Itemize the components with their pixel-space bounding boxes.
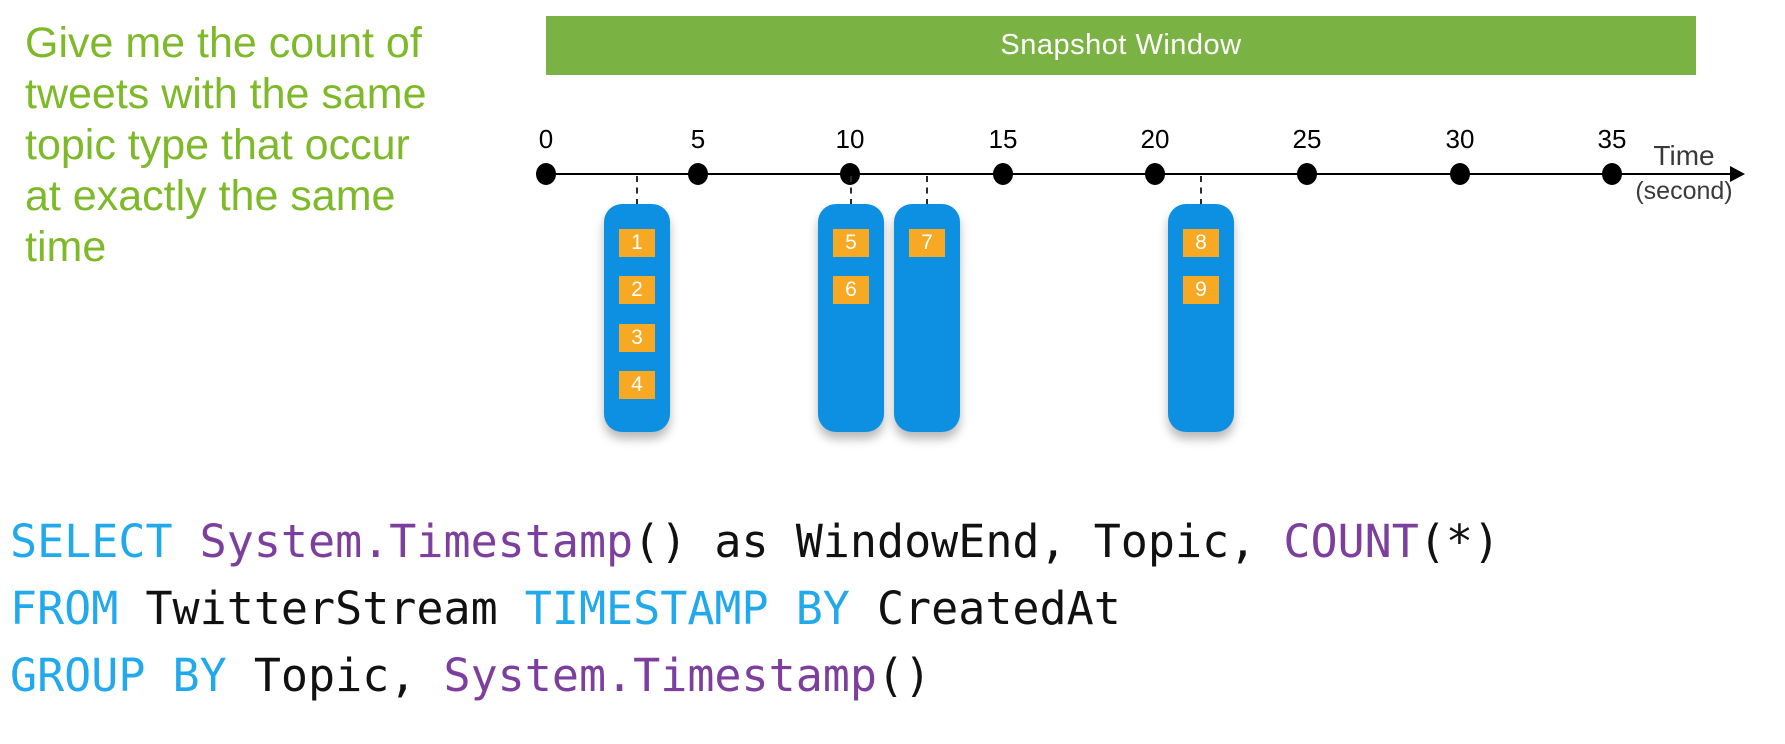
sql-token: GROUP BY	[10, 649, 254, 702]
sql-token: TIMESTAMP BY	[524, 582, 877, 635]
sql-token: (*)	[1418, 515, 1501, 568]
question-text: Give me the count of tweets with the sam…	[25, 18, 505, 273]
tick-label: 20	[1140, 124, 1170, 154]
tick-label: 10	[835, 124, 865, 154]
tick-dot-icon	[840, 163, 860, 185]
tick-label: 35	[1597, 124, 1627, 154]
snapshot-window-banner: Snapshot Window	[546, 16, 1696, 75]
event-6: 6	[833, 276, 869, 304]
sql-token: SELECT	[10, 515, 200, 568]
tick-dot-icon	[1450, 163, 1470, 185]
connector-group-12-5s	[926, 176, 928, 205]
tick-dot-icon	[1297, 163, 1317, 185]
sql-token: ()	[876, 649, 932, 702]
sql-token: TwitterStream	[145, 582, 525, 635]
tick-0: 0	[521, 124, 571, 194]
event-7: 7	[909, 229, 945, 257]
sql-line-group-by: GROUP BY Topic, System.Timestamp()	[10, 642, 1500, 709]
event-4: 4	[619, 371, 655, 399]
tick-dot-icon	[536, 163, 556, 185]
event-2: 2	[619, 276, 655, 304]
question-line: tweets with the same	[25, 70, 427, 118]
sql-query: SELECT System.Timestamp() as WindowEnd, …	[10, 508, 1500, 709]
timeline-axis	[546, 173, 1732, 175]
tick-label: 0	[538, 124, 554, 154]
timeline-arrowhead-icon	[1730, 166, 1745, 182]
sql-token: System.Timestamp	[443, 649, 877, 702]
sql-token: CreatedAt	[876, 582, 1121, 635]
tick-20: 20	[1130, 124, 1180, 194]
sql-line-select: SELECT System.Timestamp() as WindowEnd, …	[10, 508, 1500, 575]
tick-label: 15	[988, 124, 1018, 154]
event-9: 9	[1183, 276, 1219, 304]
tick-label: 5	[690, 124, 706, 154]
tick-30: 30	[1435, 124, 1485, 194]
sql-token: Topic,	[253, 649, 444, 702]
event-group-3s: 1 2 3 4	[604, 204, 670, 432]
sql-token: () as WindowEnd, Topic,	[633, 515, 1284, 568]
question-line: topic type that occur	[25, 121, 410, 169]
tick-15: 15	[978, 124, 1028, 194]
event-group-12-5s: 7	[894, 204, 960, 432]
sql-token: COUNT	[1283, 515, 1419, 568]
question-line: Give me the count of	[25, 19, 422, 67]
question-line: time	[25, 223, 107, 271]
event-group-21-5s: 8 9	[1168, 204, 1234, 432]
tick-35: 35	[1587, 124, 1637, 194]
tick-10: 10	[825, 124, 875, 194]
question-line: at exactly the same	[25, 172, 396, 220]
event-1: 1	[619, 229, 655, 257]
event-3: 3	[619, 324, 655, 352]
sql-token: System.Timestamp	[199, 515, 634, 568]
tick-dot-icon	[688, 163, 708, 185]
sql-line-from: FROM TwitterStream TIMESTAMP BY CreatedA…	[10, 575, 1500, 642]
axis-label-time: Time	[1653, 140, 1715, 171]
event-group-10s: 5 6	[818, 204, 884, 432]
tick-25: 25	[1282, 124, 1332, 194]
tick-label: 30	[1445, 124, 1475, 154]
connector-group-21-5s	[1200, 176, 1202, 205]
connector-group-10s	[850, 176, 852, 205]
tick-label: 25	[1292, 124, 1322, 154]
axis-label-second: (second)	[1635, 177, 1733, 205]
sql-token: FROM	[10, 582, 146, 635]
tick-dot-icon	[1602, 163, 1622, 185]
connector-group-3s	[636, 176, 638, 205]
banner-label: Snapshot Window	[1000, 29, 1242, 61]
tick-dot-icon	[1145, 163, 1165, 185]
tick-5: 5	[673, 124, 723, 194]
tick-dot-icon	[993, 163, 1013, 185]
event-5: 5	[833, 229, 869, 257]
event-8: 8	[1183, 229, 1219, 257]
